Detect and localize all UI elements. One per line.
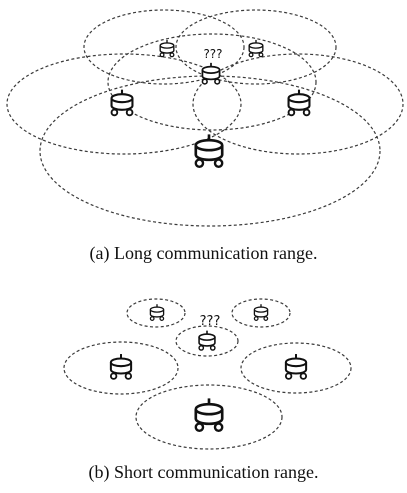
range-circle — [83, 9, 245, 85]
caption-b: (b) Short communication range. — [88, 462, 319, 482]
robot-icon — [109, 353, 133, 380]
range-circle — [175, 9, 337, 85]
robot-icon — [201, 62, 221, 85]
panel-a-range-circles — [6, 9, 404, 227]
range-circle — [39, 75, 381, 227]
range-circle — [126, 298, 186, 328]
robot-icon — [248, 39, 264, 58]
range-circle — [107, 33, 317, 131]
robot-icon — [198, 329, 216, 351]
robot-icon — [194, 133, 224, 169]
range-circle — [175, 325, 239, 357]
unknown-marker: ??? — [203, 47, 222, 61]
range-circle — [6, 53, 242, 155]
panel-b-range-circles — [63, 298, 352, 450]
range-circle — [63, 341, 179, 395]
robot-icon — [284, 353, 308, 380]
unknown-marker: ??? — [200, 314, 221, 329]
range-circle — [240, 342, 352, 394]
range-circle — [231, 298, 291, 328]
panel-a-diagram: ??? — [6, 9, 404, 227]
robot-icon — [287, 88, 311, 117]
robot-icon — [253, 303, 269, 322]
robot-icon — [149, 303, 165, 322]
panel-b-diagram: ??? — [63, 298, 352, 450]
robot-icon — [159, 39, 175, 58]
robot-icon — [194, 397, 224, 433]
range-circle — [192, 53, 404, 155]
range-circle — [135, 384, 283, 450]
robot-icon — [110, 88, 134, 117]
caption-a: (a) Long communication range. — [89, 243, 318, 263]
